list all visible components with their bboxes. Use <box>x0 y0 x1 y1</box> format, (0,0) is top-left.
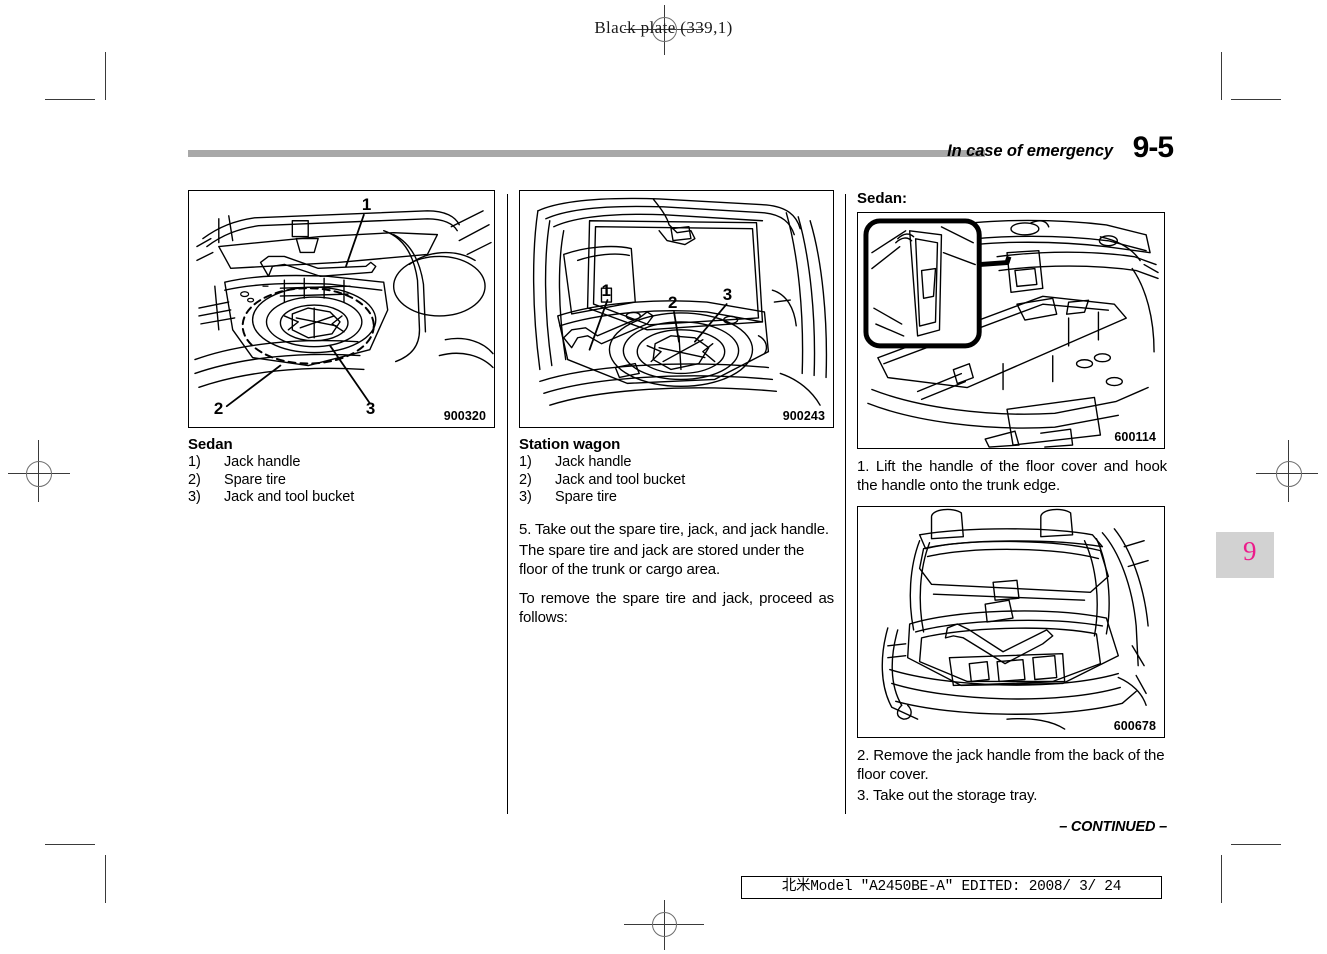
list-item-number: 3) <box>519 489 532 505</box>
list-item-number: 2) <box>519 471 532 488</box>
page-number: 9-5 <box>1132 131 1174 164</box>
figure-floor-cover-handle: 600114 <box>857 212 1165 449</box>
running-header-title: In case of emergency <box>947 142 1113 160</box>
list-item-label: Jack handle <box>224 454 301 470</box>
running-header: In case of emergency 9-5 <box>188 131 1174 174</box>
svg-text:3: 3 <box>366 399 375 418</box>
paragraph-stored-location: The spare tire and jack are stored under… <box>519 542 805 578</box>
list-item: 3) Jack and tool bucket <box>188 489 495 507</box>
figure-wagon-cargo: 1 2 3 900243 <box>519 190 834 428</box>
figure-sedan-trunk: 1 2 3 900320 <box>188 190 495 428</box>
footer-plate-text: 北米Model "A2450BE-A" EDITED: 2008/ 3/ 24 <box>781 879 1122 895</box>
list-item-number: 1) <box>519 454 532 470</box>
figure-id-wagon-cargo: 900243 <box>781 409 826 423</box>
list-item-label: Spare tire <box>224 471 286 488</box>
svg-text:3: 3 <box>723 285 732 304</box>
list-item-number: 1) <box>188 454 201 470</box>
crop-line-br-h <box>1231 844 1281 845</box>
chapter-tab: 9 <box>1216 532 1274 578</box>
black-plate-label: Black plate (339,1) <box>594 18 733 37</box>
list-item-label: Spare tire <box>555 489 617 505</box>
column-one: 1 2 3 900320 Sedan 1) Jack handle 2) Spa… <box>188 190 495 507</box>
paragraph-proceed: To remove the spare tire and jack, proce… <box>519 590 834 626</box>
crop-line-bl-h <box>45 844 95 845</box>
list-item-label: Jack handle <box>555 454 632 470</box>
paragraph-step-2: 2. Remove the jack handle from the back … <box>857 747 1165 783</box>
figure-id-floor-cover-handle: 600114 <box>1113 430 1157 444</box>
caption-title-sedan: Sedan <box>188 436 233 453</box>
running-header-rule <box>188 150 985 157</box>
registration-mark-top <box>624 5 704 55</box>
list-item: 3) Spare tire <box>519 489 834 507</box>
figure-trunk-open: 600678 <box>857 506 1165 738</box>
column-three: Sedan: <box>857 190 1167 835</box>
paragraph-step-1: 1. Lift the handle of the floor cover an… <box>857 458 1167 494</box>
column-divider-1 <box>507 194 508 814</box>
footer-plate-box: 北米Model "A2450BE-A" EDITED: 2008/ 3/ 24 <box>741 876 1162 899</box>
continued-label: – CONTINUED – <box>1059 818 1167 835</box>
crop-line-br-v <box>1221 855 1222 903</box>
svg-text:1: 1 <box>362 195 371 214</box>
caption-list-sedan: 1) Jack handle 2) Spare tire 3) Jack and… <box>188 454 495 507</box>
list-item-label: Jack and tool bucket <box>555 471 686 488</box>
paragraph-step-3: 3. Take out the storage tray. <box>857 787 1038 804</box>
column-two: 1 2 3 900243 Station wagon 1) Jack handl… <box>519 190 834 638</box>
column-divider-2 <box>845 194 846 814</box>
registration-mark-bottom <box>624 900 704 950</box>
crop-line-tl-v <box>105 52 106 100</box>
chapter-tab-number: 9 <box>1243 536 1257 566</box>
caption-list-station-wagon: 1) Jack handle 2) Jack and tool bucket 3… <box>519 454 834 507</box>
svg-text:2: 2 <box>668 293 677 312</box>
list-item: 1) Jack handle <box>519 454 834 472</box>
list-item: 2) Jack and tool bucket <box>519 472 834 490</box>
figure-id-sedan-trunk: 900320 <box>442 409 487 423</box>
crop-line-tr-h <box>1231 99 1281 100</box>
registration-mark-right <box>1248 440 1318 502</box>
registration-mark-left <box>8 440 78 502</box>
list-item-label: Jack and tool bucket <box>224 489 355 505</box>
crop-line-bl-v <box>105 855 106 903</box>
list-item: 1) Jack handle <box>188 454 495 472</box>
caption-title-station-wagon: Station wagon <box>519 436 621 453</box>
figure-id-trunk-open: 600678 <box>1112 719 1157 733</box>
section-label-sedan: Sedan: <box>857 190 908 207</box>
list-item-number: 2) <box>188 471 201 488</box>
crop-line-tr-v <box>1221 52 1222 100</box>
paragraph-step-5: 5. Take out the spare tire, jack, and ja… <box>519 520 829 538</box>
crop-line-tl-h <box>45 99 95 100</box>
svg-text:1: 1 <box>601 281 610 300</box>
list-item: 2) Spare tire <box>188 472 495 490</box>
list-item-number: 3) <box>188 489 201 505</box>
svg-text:2: 2 <box>214 399 223 418</box>
